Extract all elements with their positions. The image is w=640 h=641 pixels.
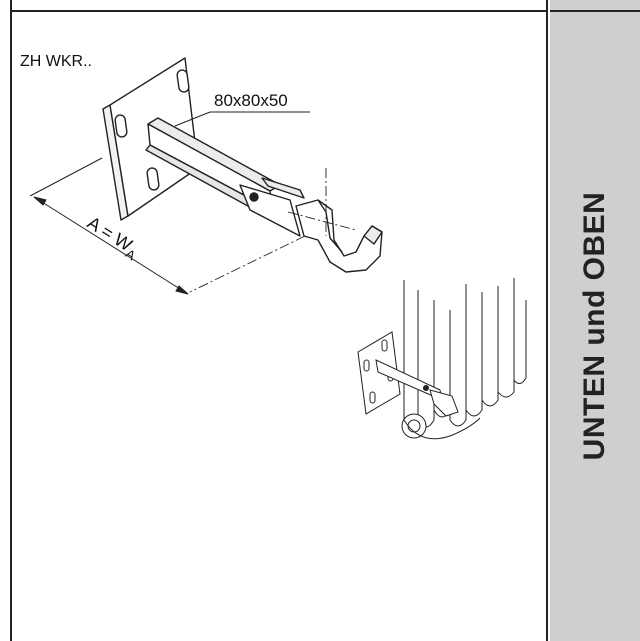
set-screw <box>249 192 259 202</box>
side-label-wrap: UNTEN und OBEN <box>550 10 640 641</box>
radiator-column-7 <box>497 278 515 398</box>
radiator-column-5 <box>465 284 483 417</box>
top-strip-left <box>10 0 548 10</box>
centerline-horizontal <box>287 211 357 231</box>
model-label: ZH WKR.. <box>20 53 92 70</box>
radiator-column-6 <box>481 286 499 407</box>
arrow-right <box>175 285 189 295</box>
extension-line-right <box>189 235 306 293</box>
small-wall-plate <box>357 331 401 415</box>
radiator-bottom-arc <box>403 417 481 440</box>
hook-lip <box>363 225 383 245</box>
small-hook <box>429 389 459 417</box>
distance-label: A = WA <box>82 212 143 263</box>
small-slot-1 <box>381 339 388 352</box>
dimension-line <box>33 196 189 295</box>
small-slot-4 <box>369 391 376 404</box>
extension-line-left <box>29 157 103 197</box>
dimension-label: 80x80x50 <box>214 91 288 110</box>
side-title: UNTEN und OBEN <box>578 191 611 460</box>
small-slot-2 <box>363 359 370 372</box>
hook-slider-top <box>261 177 305 199</box>
hook-inner <box>317 199 343 253</box>
plate-slot-4 <box>146 167 160 191</box>
plate-slot-2 <box>114 114 128 138</box>
leader-line <box>174 111 211 127</box>
radiator-column-2 <box>417 290 435 428</box>
radiator-plug-inner <box>407 419 421 433</box>
radiator-column-1 <box>403 280 419 427</box>
small-screw <box>423 385 429 391</box>
radiator-column-8 <box>513 278 527 384</box>
arrow-left <box>33 196 47 206</box>
side-panel <box>550 10 640 641</box>
top-strip-right <box>550 0 640 10</box>
plate-slot-1 <box>176 69 190 93</box>
radiator-column-4 <box>449 284 467 427</box>
